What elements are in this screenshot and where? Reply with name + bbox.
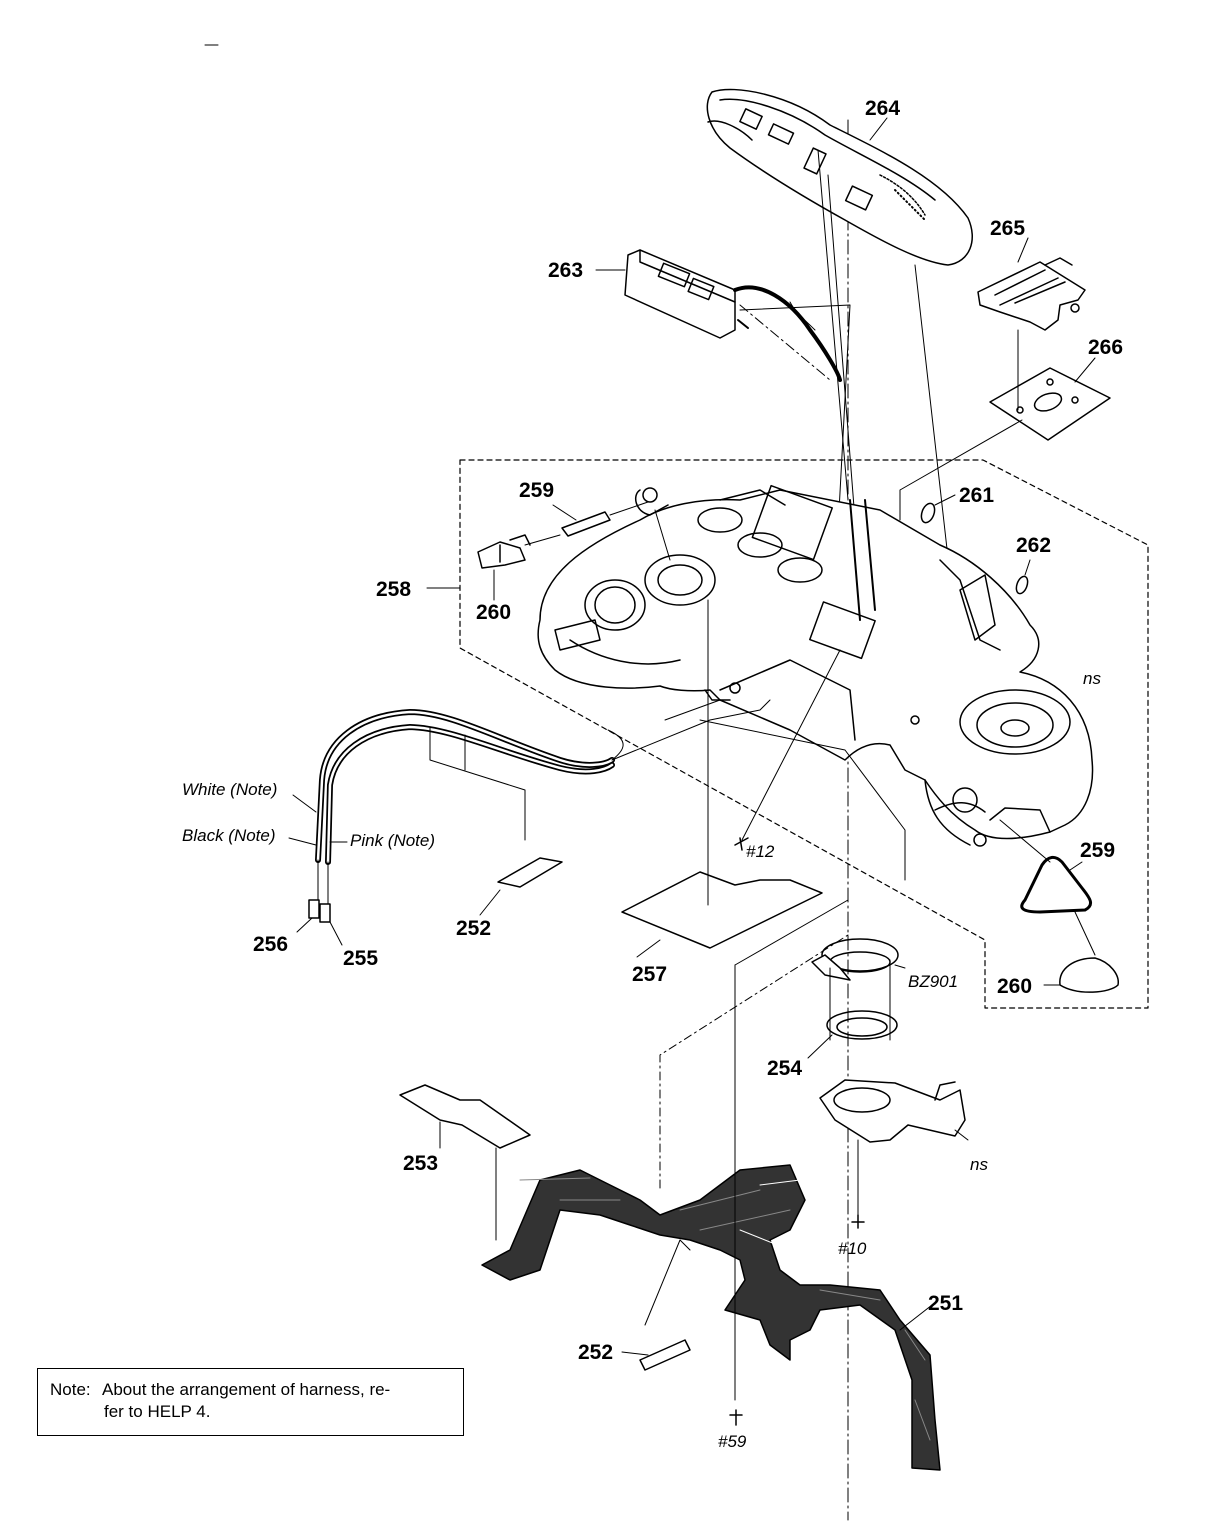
- part-257-sheet: [621, 599, 823, 958]
- label-screw-59: #59: [718, 1432, 747, 1451]
- label-251: 251: [928, 1292, 964, 1315]
- label-pink-note: Pink (Note): [350, 831, 436, 850]
- label-black-note: Black (Note): [182, 826, 276, 845]
- label-bz901: BZ901: [908, 972, 959, 991]
- screw-10: [851, 1139, 865, 1229]
- label-259-lower: 259: [1080, 839, 1116, 862]
- label-260-upper: 260: [476, 601, 512, 624]
- label-252-lower: 252: [578, 1341, 614, 1364]
- label-263: 263: [548, 259, 584, 282]
- part-261-ring: [920, 502, 936, 524]
- note-box: Note: About the arrangement of harness, …: [37, 1368, 464, 1436]
- label-253: 253: [403, 1152, 439, 1175]
- label-264: 264: [865, 97, 901, 120]
- part-255-256-connectors: [308, 899, 331, 923]
- part-252-sticker-upper: [497, 857, 563, 888]
- label-265: 265: [990, 217, 1026, 240]
- part-265-bracket: [977, 257, 1086, 331]
- screw-12: [734, 649, 841, 851]
- note-prefix: Note:: [50, 1380, 91, 1399]
- label-262: 262: [1016, 534, 1052, 557]
- label-ns-lower: ns: [970, 1155, 988, 1174]
- part-259-ring-lower: [1020, 856, 1093, 914]
- part-252-sticker-lower: [639, 1339, 691, 1371]
- label-255: 255: [343, 947, 379, 970]
- part-259-pin-upper: [561, 501, 649, 537]
- part-ns-bracket: [819, 1079, 966, 1143]
- harness-wires: [315, 709, 624, 906]
- part-260-cap-lower: [1059, 957, 1119, 993]
- part-262-ring: [1015, 575, 1029, 595]
- label-260-lower: 260: [997, 975, 1033, 998]
- label-ns-upper: ns: [1083, 669, 1101, 688]
- screw-59: [729, 1409, 743, 1426]
- part-bz901-buzzer: [811, 938, 899, 1041]
- label-257: 257: [632, 963, 668, 986]
- note-line-1: About the arrangement of harness, re-: [102, 1380, 391, 1399]
- part-254-ring: [826, 1010, 898, 1040]
- part-263-flash-unit: [624, 249, 842, 382]
- label-252-upper: 252: [456, 917, 492, 940]
- part-258-main-body: [537, 484, 1094, 847]
- part-266-plate: [989, 367, 1111, 441]
- label-258: 258: [376, 578, 412, 601]
- label-screw-12: #12: [746, 842, 775, 861]
- label-261: 261: [959, 484, 995, 507]
- part-253-sheet: [399, 1084, 531, 1241]
- label-259-upper: 259: [519, 479, 555, 502]
- part-260-clip-upper: [477, 534, 561, 569]
- assembly-boundary: [459, 459, 1149, 1009]
- part-251-flex-circuit: [481, 1164, 941, 1471]
- part-264-top-cover: [706, 88, 973, 266]
- label-256: 256: [253, 933, 289, 956]
- note-line-2: fer to HELP 4.: [104, 1402, 211, 1421]
- label-254: 254: [767, 1057, 803, 1080]
- label-white-note: White (Note): [182, 780, 278, 799]
- label-266: 266: [1088, 336, 1124, 359]
- label-screw-10: #10: [838, 1239, 867, 1258]
